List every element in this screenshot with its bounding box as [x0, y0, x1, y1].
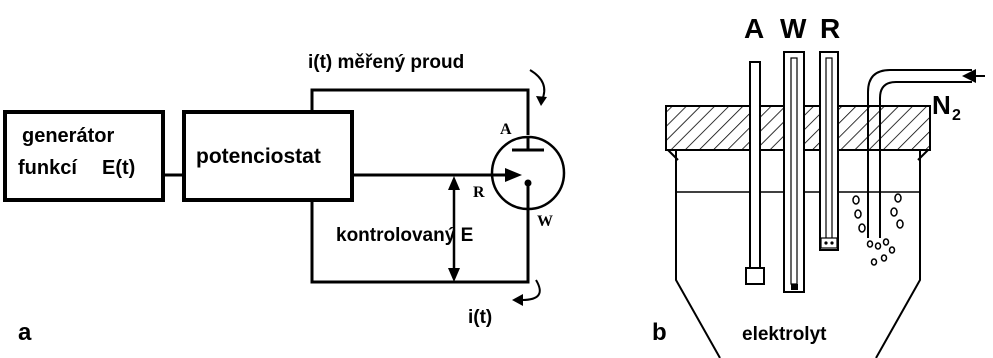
- cell-label-r: R: [473, 184, 485, 201]
- electrolyte-label: elektrolyt: [742, 324, 827, 345]
- generator-label-line1: generátor: [22, 125, 114, 147]
- vessel-outline: [675, 150, 721, 358]
- generator-box: [3, 110, 165, 202]
- vessel-label-a: A: [744, 13, 764, 44]
- current-arrow-bottom-head: [512, 294, 523, 306]
- controlled-e-arrow-top: [448, 176, 460, 190]
- electrode-w-dot: [524, 179, 532, 187]
- generator-label-line2: funkcí: [18, 157, 78, 179]
- electrode-a-tip: [745, 267, 765, 285]
- panel-a: generátor funkcí E(t) potenciostat A R W…: [3, 52, 566, 346]
- gas-label-n: N: [932, 90, 951, 120]
- electrode-a-tube: [749, 61, 761, 269]
- controlled-e-label: kontrolovaný E: [336, 225, 473, 246]
- panel-a-label: a: [18, 319, 32, 346]
- vessel-outline-right: [875, 150, 921, 358]
- current-arrow-top-head: [536, 96, 547, 106]
- wire-to-electrode-a: [310, 88, 530, 135]
- gas-bubbles: [852, 193, 904, 266]
- lid-taper-right: [917, 149, 929, 161]
- cell-label-w: W: [537, 213, 553, 230]
- current-arrow-top: [529, 69, 546, 101]
- panel-b: A W R N 2 elektrolyt b: [652, 13, 985, 358]
- wire-to-electrode-w: [310, 185, 530, 284]
- measured-current-label: i(t) měřený proud: [308, 52, 464, 73]
- current-label-bottom: i(t): [468, 307, 492, 328]
- electrode-r-frit: [820, 237, 838, 249]
- gas-label-subscript: 2: [952, 107, 961, 124]
- potentiostat-box: [182, 110, 354, 202]
- arrow-r-head: [505, 168, 522, 182]
- electrode-r-frit-dot2: [830, 241, 834, 245]
- lid-taper-left: [667, 149, 679, 161]
- electrode-r-inner: [825, 57, 833, 245]
- cell-label-a: A: [500, 121, 512, 138]
- vessel-label-w: W: [780, 13, 807, 44]
- panel-b-label: b: [652, 319, 667, 346]
- gas-inlet-tube-outer: [867, 69, 972, 238]
- current-arrow-bottom: [521, 279, 541, 301]
- gas-inlet-tube-inner: [879, 81, 972, 238]
- controlled-e-arrow-bottom: [448, 268, 460, 282]
- electrode-w-tip: [791, 284, 798, 290]
- electrode-w-inner: [790, 57, 798, 285]
- electrode-r-frit-dot1: [824, 241, 828, 245]
- generator-label-et: E(t): [102, 157, 135, 179]
- potentiostat-label: potenciostat: [196, 145, 321, 168]
- gas-inlet-arrow-head: [962, 69, 976, 83]
- vessel-label-r: R: [820, 13, 840, 44]
